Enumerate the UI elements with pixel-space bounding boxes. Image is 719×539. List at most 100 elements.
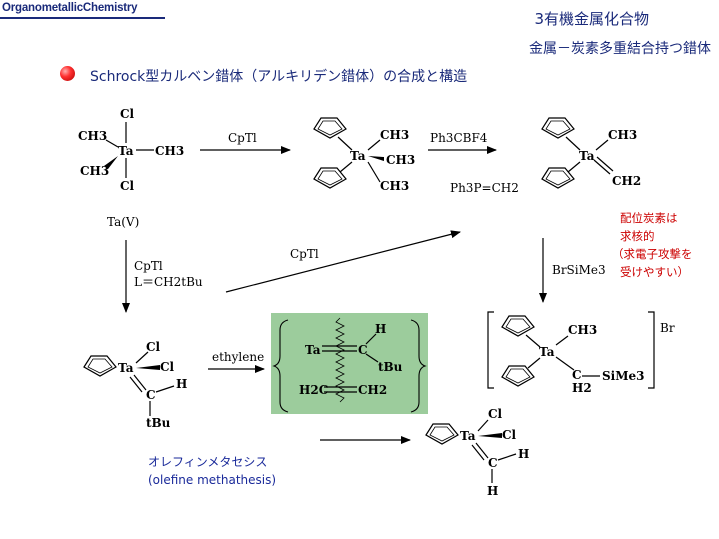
ch2-label: CH2	[358, 383, 387, 397]
carbon-label: C	[358, 343, 368, 357]
bond	[133, 374, 147, 391]
slide-title: 3有機金属化合物	[534, 10, 649, 28]
ta-label: Ta	[460, 429, 476, 443]
cl-label: Cl	[120, 179, 135, 193]
cl-label: Cl	[488, 407, 503, 421]
bond	[593, 159, 611, 175]
cl-label: Cl	[146, 340, 161, 354]
section-heading: Schrock型カルベン錯体（アルキリデン錯体）の合成と構造	[90, 69, 468, 85]
bond	[367, 161, 381, 183]
bond	[497, 453, 517, 461]
metathesis-label-jp: オレフィンメタセシス	[148, 455, 267, 469]
metathesis-label-en: (olefine methathesis)	[148, 473, 276, 487]
metallacyclobutane-intermediate: Ta C H tBu H2C CH2	[271, 313, 428, 414]
compound-cp2ta-methylidene: Ta CH3 CH2	[541, 117, 641, 189]
right-brace	[410, 319, 427, 413]
ch3-label: CH3	[155, 144, 184, 158]
reagent-cptl: CpTl	[134, 259, 163, 273]
h2-label: H2	[572, 381, 592, 395]
bond	[135, 351, 149, 364]
carbon-label: C	[572, 368, 582, 382]
slide-subtitle: 金属－炭素多重結合持つ錯体	[529, 41, 711, 57]
cyclopentadienyl-ring	[425, 423, 459, 445]
bond	[471, 444, 485, 461]
bond	[595, 139, 609, 151]
carbon-label: C	[146, 388, 156, 402]
bond	[555, 335, 569, 346]
ch3-label: CH3	[568, 323, 597, 337]
cyclopentadienyl-ring	[541, 117, 575, 139]
intermediate-highlight-box	[271, 313, 428, 414]
ch3-label: CH3	[78, 129, 107, 143]
h-label: H	[518, 447, 529, 461]
bond	[365, 333, 377, 345]
counterion-br: Br	[660, 321, 675, 335]
ligand-definition: L＝CH2tBu	[134, 275, 203, 289]
ta-label: Ta	[539, 345, 555, 359]
bond	[567, 161, 581, 173]
cl-label: Cl	[502, 428, 517, 442]
nucleophilic-note-3: （求電子攻撃を	[612, 247, 693, 261]
bond	[596, 156, 614, 172]
tbu-label: tBu	[378, 360, 403, 374]
ch2-label: CH2	[612, 174, 641, 188]
bond	[527, 357, 541, 369]
bond	[565, 136, 581, 151]
cyclopentadienyl-ring	[501, 365, 535, 387]
bond	[105, 139, 119, 148]
bond	[477, 419, 489, 432]
compound-cptacl2-methylidene: Ta Cl Cl C H H	[425, 407, 529, 498]
bond	[339, 161, 353, 173]
reagent-brsime3: BrSiMe3	[552, 263, 606, 277]
reaction-arrow	[225, 230, 461, 293]
ta-label: Ta	[118, 144, 134, 158]
course-header: OrganometallicChemistry	[0, 0, 165, 19]
course-name: OrganometallicChemistry	[2, 2, 138, 14]
sime3-label: SiMe3	[602, 369, 645, 383]
h-label: H	[487, 484, 498, 498]
ch3-label: CH3	[80, 164, 109, 178]
ta-label: Ta	[579, 149, 595, 163]
ta-label: Ta	[350, 149, 366, 163]
oxidation-state-label: Ta(V)	[107, 215, 139, 229]
reagent-cptl: CpTl	[290, 247, 319, 261]
bond	[337, 136, 353, 151]
compound-cptacl2-neopentylidene: Ta Cl Cl C H tBu	[83, 340, 187, 430]
wedge-bond	[136, 365, 160, 370]
ta-label: Ta	[305, 343, 321, 357]
reagent-ph3cbf4: Ph3CBF4	[430, 131, 488, 145]
bond	[365, 353, 379, 363]
carbon-label: C	[488, 456, 498, 470]
bond	[525, 334, 541, 348]
bond	[155, 385, 175, 393]
ch3-label: CH3	[380, 179, 409, 193]
h-label: H	[375, 322, 386, 336]
h2c-label: H2C	[299, 383, 328, 397]
bond	[129, 376, 143, 393]
ch3-label: CH3	[608, 128, 637, 142]
ch3-label: CH3	[386, 153, 415, 167]
nucleophilic-note-2: 求核的	[620, 229, 655, 243]
compound-tacl2me3: Cl CH3 Ta CH3 CH3 Cl	[78, 107, 184, 193]
tbu-label: tBu	[146, 416, 171, 430]
bond-cleavage-marker	[335, 317, 345, 403]
bond	[367, 139, 381, 151]
wedge-bond	[478, 433, 502, 438]
nucleophilic-note-1: 配位炭素は	[620, 211, 678, 225]
reagent-cptl: CpTl	[228, 131, 257, 145]
compound-cp2ta-silylalkyl-salt: Br Ta CH3 C SiMe3 H2	[487, 311, 675, 395]
ta-label: Ta	[118, 361, 134, 375]
cl-label: Cl	[120, 107, 135, 121]
cyclopentadienyl-ring	[83, 355, 117, 377]
right-bracket	[648, 311, 655, 389]
bond	[555, 356, 575, 371]
cyclopentadienyl-ring	[313, 117, 347, 139]
nucleophilic-note-4: 受けやすい）	[620, 265, 689, 279]
wedge-bond	[104, 156, 118, 169]
left-bracket	[487, 311, 494, 389]
bullet-icon	[60, 66, 75, 81]
h-label: H	[176, 377, 187, 391]
ch3-label: CH3	[380, 128, 409, 142]
reagent-ethylene: ethylene	[212, 350, 264, 364]
